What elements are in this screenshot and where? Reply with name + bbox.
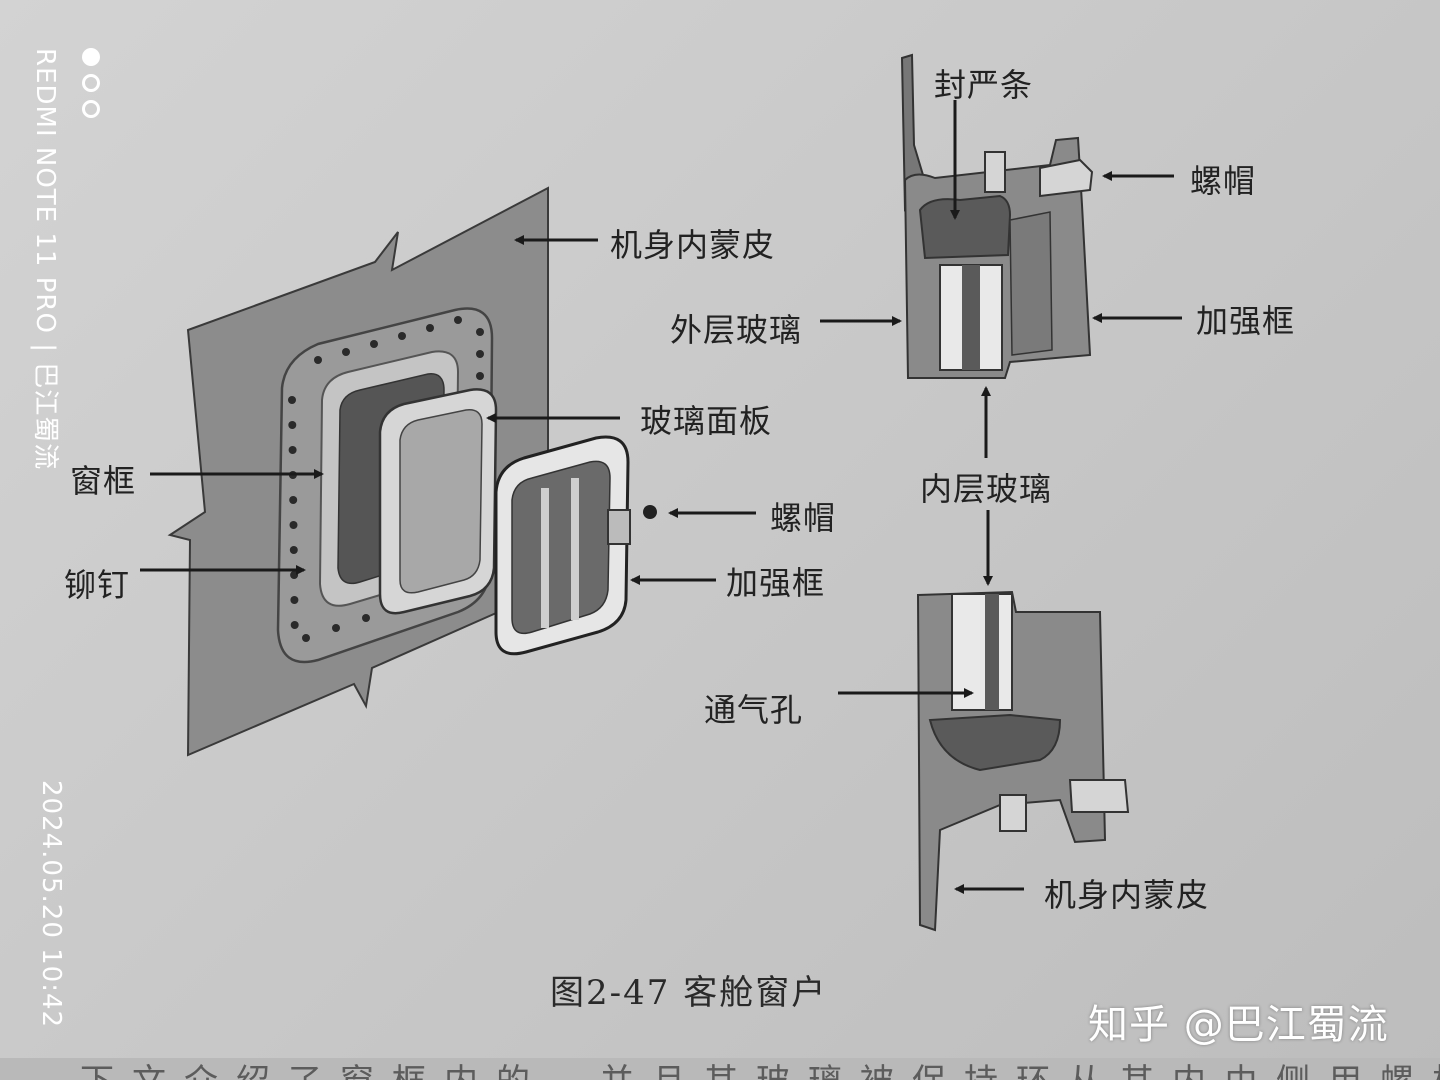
rivet-hole (454, 316, 462, 324)
leader-arrows (140, 100, 1182, 894)
rivet-hole (290, 571, 299, 579)
label-nut-right: 螺帽 (1190, 162, 1257, 200)
rivet-hole (290, 596, 299, 604)
rivet-hole (314, 356, 322, 364)
label-inner-glass: 内层玻璃 (920, 470, 1053, 508)
rivet-hole (289, 521, 298, 529)
section-bottom (916, 590, 1130, 932)
label-left-skin: 机身内蒙皮 (610, 226, 776, 264)
label-reinforce-left: 加强框 (726, 564, 826, 602)
label-rivet: 铆钉 (64, 566, 131, 604)
label-nut-left: 螺帽 (770, 499, 837, 537)
rivet-hole (288, 421, 297, 429)
rivet-hole (288, 446, 297, 454)
rivet-hole (332, 624, 340, 632)
rivet-hole (370, 340, 378, 348)
camera-dots-icon (82, 48, 108, 126)
glass-panel-shape (378, 388, 498, 615)
rivet-hole (302, 634, 310, 642)
rivet-hole (426, 324, 434, 332)
watermark: 知乎 @巴江蜀流 (1088, 1002, 1389, 1048)
rivet-hole (398, 332, 406, 340)
reinforcing-frame-shape (494, 435, 631, 656)
figure-caption: 图2-47 客舱窗户 (550, 973, 828, 1013)
label-outer-glass: 外层玻璃 (670, 311, 803, 349)
rivet-hole (476, 328, 484, 336)
label-right-skin: 机身内蒙皮 (1044, 876, 1210, 914)
camera-device-stamp: REDMI NOTE 11 PRO | 巴江蜀流 (30, 48, 60, 471)
label-reinforce-right: 加强框 (1196, 302, 1296, 340)
rivet-hole (476, 350, 484, 358)
rivet-hole (289, 496, 298, 504)
label-vent-hole: 通气孔 (704, 691, 804, 729)
label-glass-panel: 玻璃面板 (640, 402, 773, 440)
rivet-hole (476, 372, 484, 380)
label-window-frame: 窗框 (70, 462, 137, 500)
cut-off-text: 下文介绍了窗框内的，并且其玻璃被保持环从其内由侧用螺栓 (80, 1058, 1440, 1080)
camera-datetime-stamp: 2024.05.20 10:42 (36, 780, 66, 1029)
rivet-hole (362, 614, 370, 622)
rivet-hole (288, 396, 296, 404)
rivet-hole (342, 348, 350, 356)
rivet-hole (289, 546, 298, 554)
rivet-hole (290, 621, 299, 629)
section-top (900, 53, 1094, 379)
label-seal-strip: 封严条 (934, 66, 1034, 104)
cut-off-text-line: 下文介绍了窗框内的，并且其玻璃被保持环从其内由侧用螺栓 (0, 1058, 1440, 1080)
nut-part (643, 505, 657, 519)
rivet-holes (288, 316, 484, 642)
